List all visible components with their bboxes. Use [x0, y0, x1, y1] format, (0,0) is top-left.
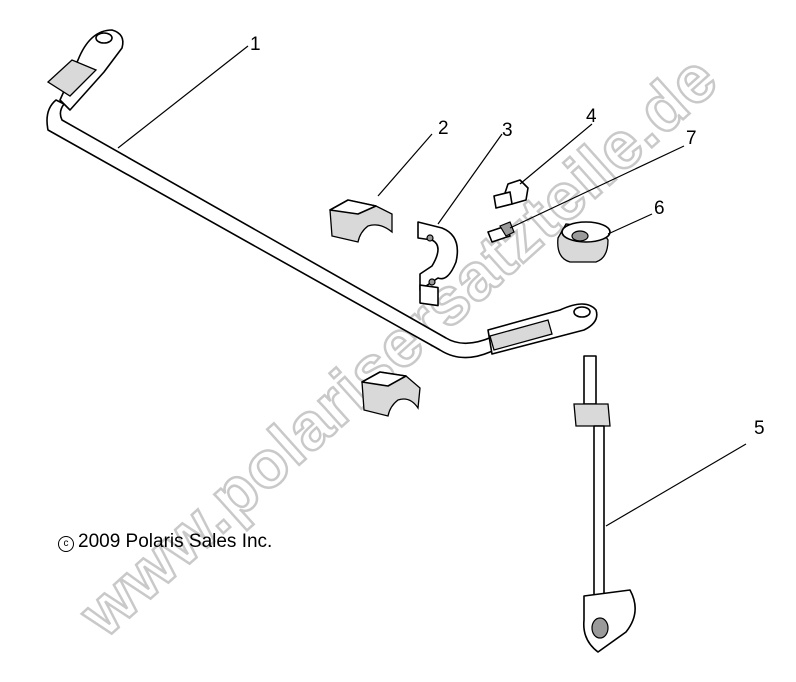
callout-5: 5 — [754, 418, 765, 439]
leader-line-2 — [377, 133, 433, 197]
leader-line-6 — [607, 213, 653, 235]
callout-4: 4 — [586, 106, 597, 127]
leader-line-4 — [519, 123, 593, 185]
callout-7: 7 — [686, 128, 697, 149]
part-3-clamp[interactable] — [417, 221, 459, 307]
callout-1: 1 — [250, 34, 261, 55]
leader-line-3 — [437, 133, 503, 225]
callout-2: 2 — [438, 118, 449, 139]
part-4-bolt[interactable] — [493, 179, 529, 209]
part-1-stabilizer-bar[interactable] — [46, 29, 598, 359]
callout-6: 6 — [654, 198, 665, 219]
copyright-icon: c — [58, 536, 74, 552]
part-6-nut[interactable] — [557, 221, 611, 263]
leader-line-1 — [117, 45, 249, 149]
copyright-text: 2009 Polaris Sales Inc. — [78, 531, 273, 552]
leader-line-7 — [509, 145, 685, 229]
leader-line-5 — [605, 443, 747, 527]
callout-3: 3 — [502, 120, 513, 141]
part-5-link-rod[interactable] — [573, 355, 636, 653]
part-7-screw[interactable] — [487, 221, 515, 243]
part-2-bushing[interactable] — [329, 199, 421, 417]
